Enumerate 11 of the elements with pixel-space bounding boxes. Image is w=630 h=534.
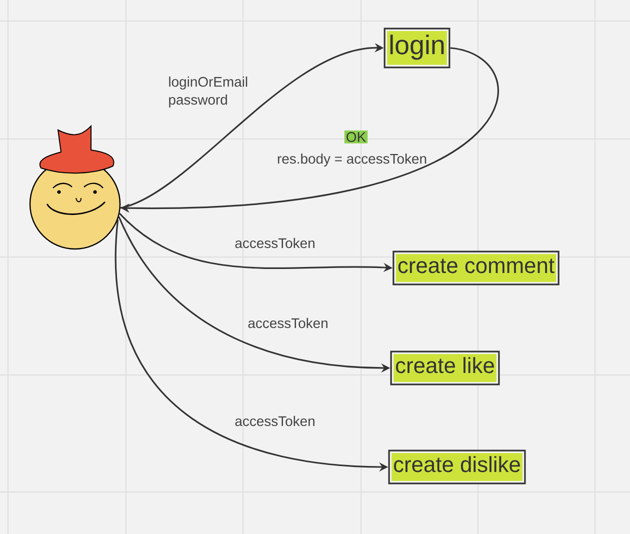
process-box: create like (390, 350, 500, 386)
edge-label: accessToken (235, 416, 314, 426)
edge-label: accessToken (235, 238, 314, 248)
edge-label: accessToken (248, 318, 328, 328)
person-drawing (29, 126, 121, 250)
process-box: login (384, 28, 450, 68)
process-box: create dislike (388, 450, 526, 484)
status-badge: OK (344, 130, 368, 144)
edge-label: loginOrEmail password (169, 76, 248, 108)
edge-label: res.body = accessToken (278, 154, 426, 166)
process-box: create comment (392, 250, 560, 286)
